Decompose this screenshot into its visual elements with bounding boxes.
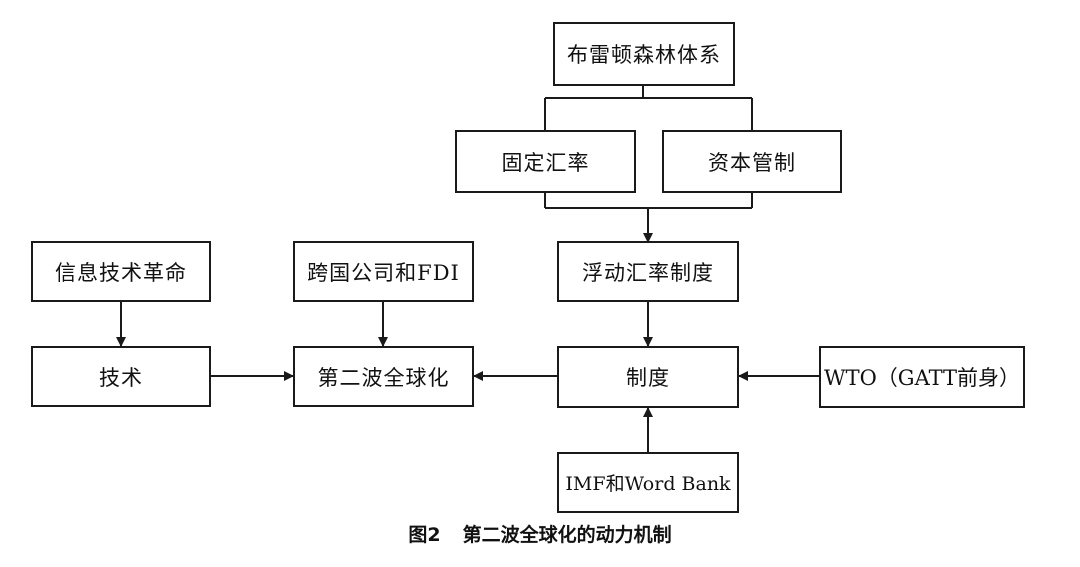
node-label: WTO（GATT前身） (823, 366, 1020, 390)
node-second-wave-globalization: 第二波全球化 (293, 346, 474, 407)
node-label: 布雷顿森林体系 (567, 43, 721, 67)
node-label: 资本管制 (708, 150, 796, 175)
node-label: 跨国公司和FDI (307, 260, 460, 285)
node-label: 第二波全球化 (317, 365, 450, 390)
node-label: 技术 (99, 365, 143, 390)
node-multinationals-fdi: 跨国公司和FDI (293, 241, 474, 302)
node-institution: 制度 (557, 346, 739, 408)
node-label: 固定汇率 (501, 150, 590, 175)
node-label: 制度 (626, 366, 670, 390)
figure-caption: 图2 第二波全球化的动力机制 (0, 520, 1080, 547)
node-imf-world-bank: IMF和Word Bank (557, 452, 739, 513)
node-floating-exchange-rate: 浮动汇率制度 (557, 241, 739, 302)
figure-number: 图2 (408, 524, 441, 546)
node-label: 浮动汇率制度 (582, 260, 714, 285)
figure-title: 第二波全球化的动力机制 (462, 524, 672, 546)
node-label: 信息技术革命 (55, 260, 187, 285)
node-label: IMF和Word Bank (565, 473, 731, 495)
node-capital-control: 资本管制 (662, 130, 842, 193)
node-fixed-exchange-rate: 固定汇率 (455, 130, 636, 193)
node-wto: WTO（GATT前身） (819, 346, 1025, 408)
node-technology: 技术 (31, 346, 211, 407)
node-bretton-woods: 布雷顿森林体系 (553, 22, 735, 86)
node-info-tech-revolution: 信息技术革命 (31, 241, 211, 302)
